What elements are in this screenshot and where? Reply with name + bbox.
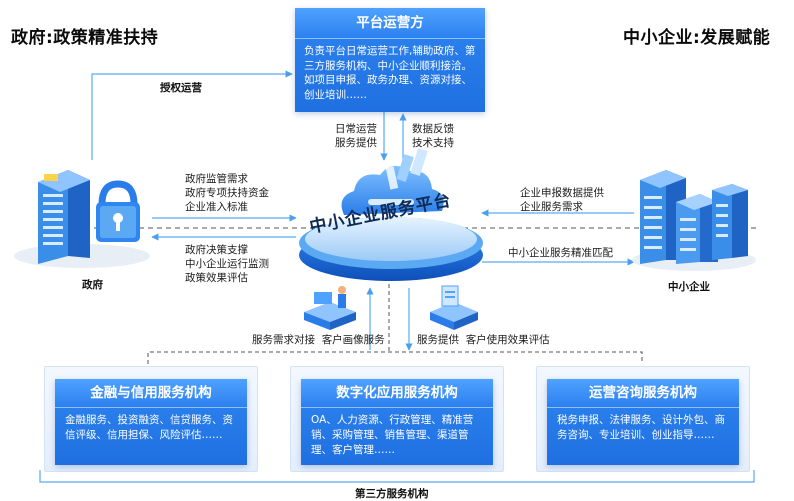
feedback-label: 数据反馈技术支持 — [412, 123, 454, 149]
sme-label: 中小企业 — [668, 281, 710, 293]
third-party-label: 第三方服务机构 — [355, 488, 429, 500]
institution-card-digital: 数字化应用服务机构 OA、人力资源、行政管理、精准营销、采购管理、销售管理、渠道… — [301, 379, 493, 465]
operator-card: 平台运营方 负责平台日常运营工作,辅助政府、第三方服务机构、中小企业顺利接洽。如… — [295, 8, 485, 112]
service-provide-illustration — [426, 282, 482, 332]
institution-title-consulting: 运营咨询服务机构 — [547, 379, 739, 408]
institution-title-finance: 金融与信用服务机构 — [55, 379, 247, 408]
institution-title-digital: 数字化应用服务机构 — [301, 379, 493, 408]
platform-illustration — [296, 145, 486, 290]
sme-side-header: 中小企业:发展赋能 — [623, 28, 771, 48]
platform-to-sme-label: 中小企业服务精准匹配 — [508, 247, 613, 259]
operator-body: 负责平台日常运营工作,辅助政府、第三方服务机构、中小企业顺利接洽。如项目申报、政… — [304, 45, 476, 101]
institution-panel-digital: 数字化应用服务机构 OA、人力资源、行政管理、精准营销、采购管理、销售管理、渠道… — [290, 366, 504, 472]
institution-panel-finance: 金融与信用服务机构 金融服务、投资融资、信贷服务、资信评级、信用担保、风险评估…… — [44, 366, 258, 472]
institution-card-finance: 金融与信用服务机构 金融服务、投资融资、信贷服务、资信评级、信用担保、风险评估…… — [55, 379, 247, 465]
service-left-label: 服务需求对接 客户画像服务 — [252, 334, 385, 346]
platform-to-gov-label: 政府决策支撑 中小企业运行监测 政策效果评估 — [185, 244, 269, 284]
gov-to-platform-label: 政府监管需求 政府专项扶持资金 企业准入标准 — [185, 173, 269, 213]
service-right-label: 服务提供 客户使用效果评估 — [417, 334, 550, 346]
third-party-brace — [39, 470, 755, 483]
government-illustration — [10, 160, 152, 272]
service-demand-illustration — [300, 282, 360, 332]
institution-body-consulting: 税务申报、法律服务、设计外包、商务咨询、专业培训、创业指导…… — [557, 414, 725, 441]
institutions-bracket — [147, 351, 643, 364]
institution-body-finance: 金融服务、投资融资、信贷服务、资信评级、信用担保、风险评估…… — [65, 414, 233, 441]
institution-panel-consulting: 运营咨询服务机构 税务申报、法律服务、设计外包、商务咨询、专业培训、创业指导…… — [536, 366, 750, 472]
authorize-line — [91, 70, 293, 160]
authorize-label: 授权运营 — [160, 82, 202, 94]
government-side-header: 政府:政策精准扶持 — [11, 28, 159, 48]
operator-title: 平台运营方 — [295, 8, 485, 39]
government-label: 政府 — [82, 279, 103, 291]
sme-to-platform-label: 企业申报数据提供 企业服务需求 — [520, 187, 604, 213]
daily-ops-label: 日常运营服务提供 — [335, 123, 377, 149]
sme-illustration — [628, 162, 758, 274]
institution-card-consulting: 运营咨询服务机构 税务申报、法律服务、设计外包、商务咨询、专业培训、创业指导…… — [547, 379, 739, 465]
institution-body-digital: OA、人力资源、行政管理、精准营销、采购管理、销售管理、渠道管理、客户管理…… — [311, 414, 474, 456]
